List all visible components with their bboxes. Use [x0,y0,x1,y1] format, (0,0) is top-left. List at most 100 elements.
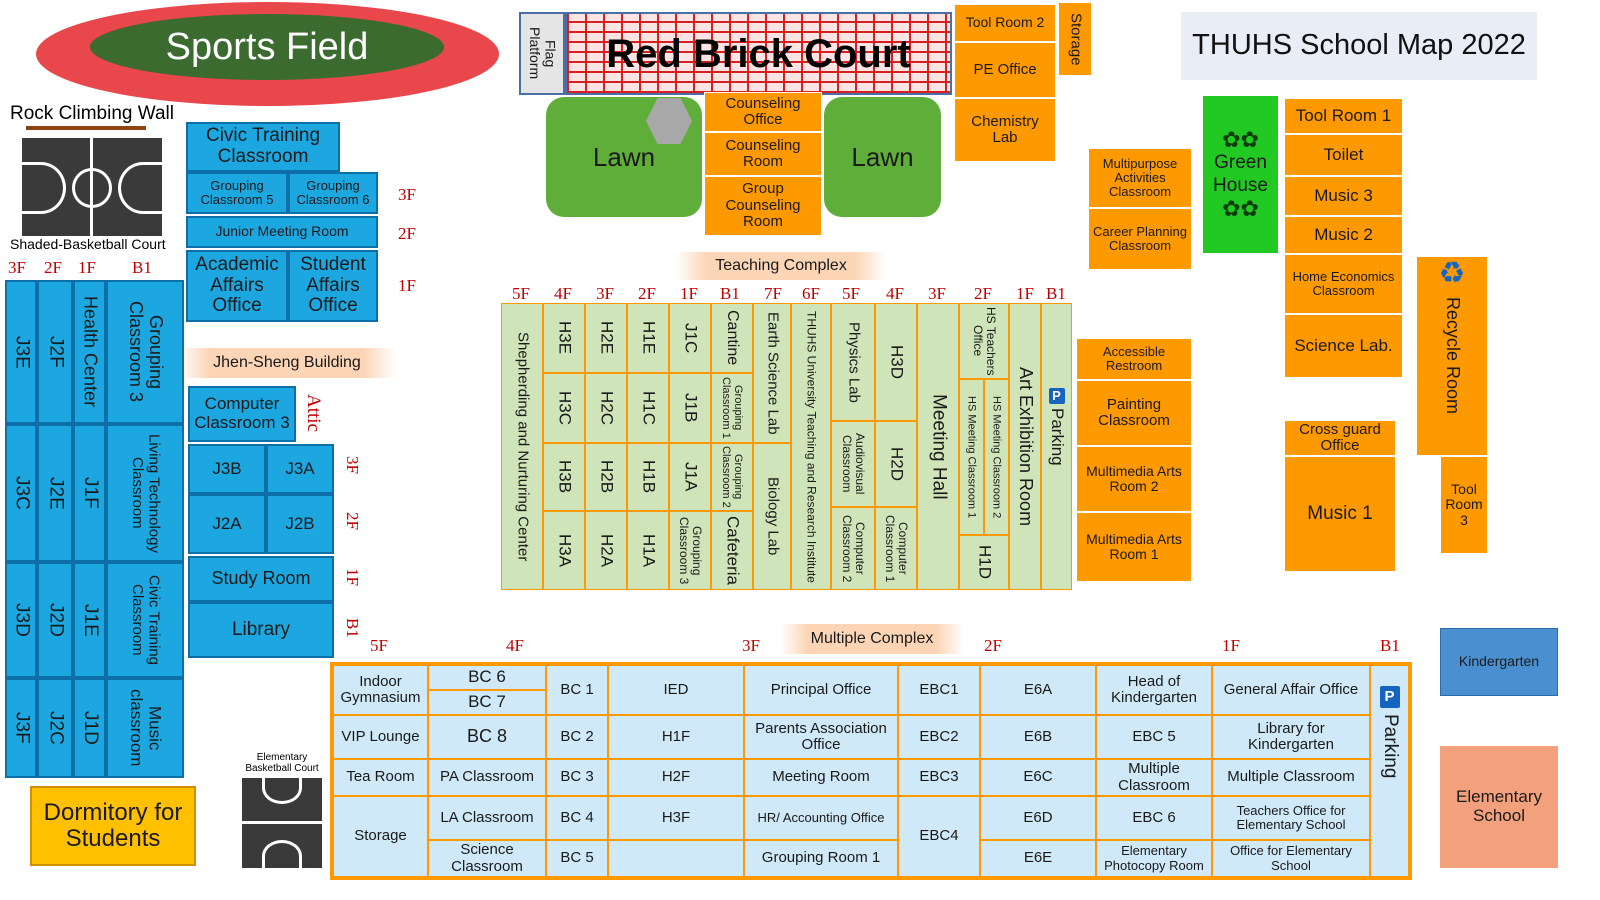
room-j1d: J1D [73,678,106,778]
elementary-basketball-court [239,772,325,872]
floor-label: 6F [802,284,820,303]
floor-label: 5F [512,284,530,303]
art-exhibition-room: Art Exhibition Room [1009,303,1041,590]
room-j1c: J1C [669,303,711,373]
room-h2d: H2D [875,421,917,507]
room-bc7: BC 7 [428,690,546,715]
sports-field-label: Sports Field [165,25,369,68]
flag-platform: Flag Platform [519,12,565,95]
home-economics-classroom: Home Economics Classroom [1284,254,1403,314]
music-classroom: Music classroom [106,678,184,778]
room-j3f: J3F [5,678,37,778]
room-ebc1: EBC1 [898,665,980,715]
attic-label: Attic [303,394,324,432]
parking-p-icon: P [1048,388,1065,404]
room-h1f: H1F [608,715,744,759]
room-bc2: BC 2 [546,715,608,759]
academic-affairs-office: Academic Affairs Office [186,250,288,322]
library-for-kindergarten: Library for Kindergarten [1212,715,1370,759]
hexagon-marker [646,98,692,144]
room-bc6: BC 6 [428,665,546,690]
room-j2a: J2A [188,494,266,554]
hs-teachers-office: HS Teachers Office [959,303,1009,379]
tool-room-2: Tool Room 2 [954,4,1056,42]
floor-label: 1F [398,276,416,295]
room-h3e: H3E [543,303,585,373]
floor-label: 2F [44,258,62,277]
multimedia-arts-room-2: Multimedia Arts Room 2 [1076,446,1192,512]
room-ebc3: EBC3 [898,759,980,796]
computer-classroom-1: Computer Classroom 1 [875,507,917,590]
science-classroom: Science Classroom [428,840,546,877]
floor-label: 1F [680,284,698,303]
room-j2c: J2C [37,678,73,778]
parking-multiple: P Parking [1370,665,1409,877]
floor-label: 4F [886,284,904,303]
room-j1a: J1A [669,443,711,511]
parents-association-office: Parents Association Office [744,715,898,759]
room-h3a: H3A [543,511,585,590]
floor-label: 3F [398,185,416,204]
grouping-classroom-1: Grouping Classroom 1 [711,373,753,443]
meeting-hall: Meeting Hall [917,303,959,590]
room-h2f: H2F [608,759,744,796]
room-h2a: H2A [585,511,627,590]
red-brick-court: Red Brick Court [565,12,952,95]
storage-multiple: Storage [333,796,428,877]
head-of-kindergarten: Head of Kindergarten [1096,665,1212,715]
floor-label: 3F [596,284,614,303]
room-h2c: H2C [585,373,627,443]
room-bc8: BC 8 [428,715,546,759]
room-j3d: J3D [5,562,37,678]
room-j3a: J3A [266,444,334,494]
audiovisual-classroom: Audiovisual Classroom [831,421,875,507]
recycle-icon: ♻ [1438,257,1466,290]
parking-p-icon: P [1379,686,1400,708]
empty-cell [608,840,744,877]
room-h1e: H1E [627,303,669,373]
map-title: THUHS School Map 2022 [1181,12,1537,80]
elementary-photocopy-room: Elementary Photocopy Room [1096,840,1212,877]
tree-icon: ✿✿ [1222,196,1259,222]
room-ebc2: EBC2 [898,715,980,759]
floor-label: 3F [343,456,362,474]
cantine: Cantine [711,303,753,373]
room-j1f: J1F [73,424,106,562]
accessible-restroom: Accessible Restroom [1076,338,1192,380]
rock-wall-bar [26,126,146,130]
cafeteria: Cafeteria [711,511,753,590]
civic-training-classroom: Civic Training Classroom [186,122,340,172]
teaching-complex-label: Teaching Complex [676,252,886,280]
floor-label: 2F [974,284,992,303]
floor-label: 1F [78,258,96,277]
room-bc5: BC 5 [546,840,608,877]
counseling-office: Counseling Office [704,92,822,132]
shaded-basketball-court [16,136,168,236]
multiple-complex-outline [330,662,1412,880]
shepherding-center: Shepherding and Nurturing Center [501,303,543,590]
floor-label: 2F [398,224,416,243]
biology-lab: Biology Lab [753,443,791,590]
storage-top: Storage [1058,2,1092,76]
thuhs-research-institute: THUHS University Teaching and Research I… [791,303,831,590]
ied: IED [608,665,744,715]
pa-classroom: PA Classroom [428,759,546,796]
room-ebc6: EBC 6 [1096,796,1212,840]
library: Library [188,602,334,658]
floor-label: 3F [8,258,26,277]
room-h3b: H3B [543,443,585,511]
floor-label: B1 [343,618,362,638]
hr-accounting-office: HR/ Accounting Office [744,796,898,840]
civic-training-classroom-west: Civic Training Classroom [106,562,184,678]
tool-room-1: Tool Room 1 [1284,98,1403,134]
grouping-room-1: Grouping Room 1 [744,840,898,877]
multimedia-arts-room-1: Multimedia Arts Room 1 [1076,512,1192,582]
multiple-classroom-2: Multiple Classroom [1212,759,1370,796]
music-2: Music 2 [1284,216,1403,254]
floor-label: 5F [842,284,860,303]
elementary-school: Elementary School [1440,746,1558,868]
floor-label: 5F [370,636,388,655]
physics-lab: Physics Lab [831,303,875,421]
parking-teaching: P Parking [1041,303,1072,590]
room-h2b: H2B [585,443,627,511]
